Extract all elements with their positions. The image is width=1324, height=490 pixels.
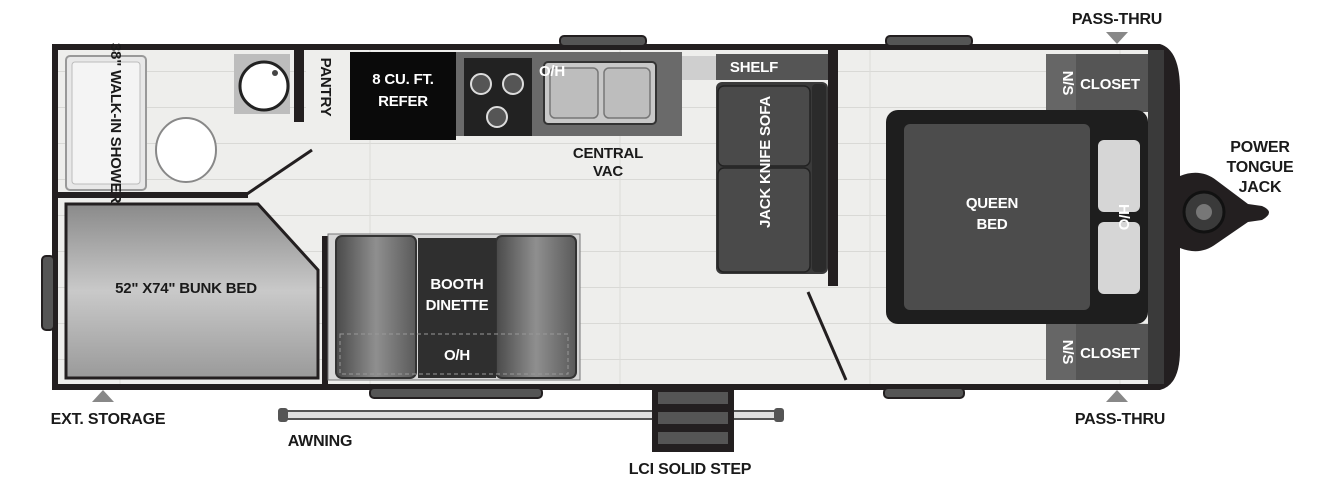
window [41, 255, 55, 331]
nightstand-top-label: N/S [1059, 71, 1076, 96]
closet-bottom [1076, 324, 1148, 380]
exterior-labels: PASS-THRU PASS-THRU POWER TONGUE JACK EX… [51, 11, 1295, 478]
headboard-overhead-label: H/O [1115, 204, 1132, 231]
nightstand-bottom [1046, 324, 1076, 380]
arrow-up-icon [92, 390, 114, 402]
slide-wall [828, 44, 838, 286]
bath-door [243, 148, 313, 198]
bedroom: CLOSET N/S QUEEN BED H/O CLOSET N/S [886, 54, 1148, 380]
counter-extension [682, 56, 722, 80]
queen-bed-label-line2: BED [976, 216, 1007, 233]
central-vac-label-line1: CENTRAL [573, 145, 643, 162]
nightstand-bottom-label: N/S [1059, 340, 1076, 365]
arrow-down-icon [1106, 32, 1128, 44]
toilet [155, 117, 217, 183]
shelf [716, 54, 828, 80]
window [885, 35, 973, 47]
dinette-label-line2: DINETTE [426, 297, 489, 314]
bath-wall [294, 50, 304, 122]
exterior-features [278, 384, 784, 452]
tongue-jack-label-line1: POWER [1230, 139, 1290, 156]
kitchen-storage: PANTRY 8 CU. FT. REFER [306, 52, 456, 140]
dinette-table [418, 238, 496, 378]
pantry-label: PANTRY [317, 58, 334, 117]
dinette: BOOTH DINETTE O/H [327, 233, 581, 381]
living-area: SHELF JACK KNIFE SOFA [716, 44, 848, 381]
tongue-jack-label-line2: TONGUE [1227, 159, 1294, 176]
awning-label: AWNING [288, 433, 353, 450]
bathroom: 38" WALK-IN SHOWER [65, 43, 313, 204]
window [369, 387, 543, 399]
sofa-label: JACK KNIFE SOFA [757, 96, 774, 228]
central-vac-label-line2: VAC [593, 163, 623, 180]
bunk-room: 52" X74" BUNK BED [58, 192, 328, 384]
arrow-up-icon [1106, 390, 1128, 402]
refrigerator [350, 52, 456, 140]
closet-bottom-label: CLOSET [1080, 345, 1140, 362]
pillow [1098, 222, 1140, 294]
dinette-seat-right [495, 235, 577, 379]
kitchen-counter: O/H CENTRAL VAC [456, 52, 722, 180]
overhead-kitchen-label: O/H [539, 63, 565, 80]
pillow [1098, 140, 1140, 212]
bunk-bed-label: 52" X74" BUNK BED [115, 280, 257, 297]
overhead-dinette-label: O/H [444, 347, 470, 364]
entry-door [806, 291, 848, 381]
shower-label: 38" WALK-IN SHOWER [107, 43, 124, 204]
tongue-jack-label-line3: JACK [1239, 179, 1282, 196]
pass-thru-top-label: PASS-THRU [1072, 11, 1162, 28]
dinette-seat-left [335, 235, 417, 379]
front-cap [1148, 50, 1164, 384]
dinette-label-line1: BOOTH [430, 276, 483, 293]
closet-top [1076, 54, 1148, 112]
nightstand-top [1046, 54, 1076, 112]
ext-storage-label: EXT. STORAGE [51, 411, 166, 428]
step-label: LCI SOLID STEP [629, 461, 752, 478]
shelf-label: SHELF [730, 59, 778, 76]
refer-label-line2: REFER [378, 93, 428, 110]
sink-bowl [238, 60, 290, 112]
bunk-bed [64, 202, 320, 380]
queen-bed-mattress [904, 124, 1090, 310]
refer-label-line1: 8 CU. FT. [372, 71, 434, 88]
window [883, 387, 965, 399]
pass-thru-arrows [92, 32, 1128, 402]
window [559, 35, 647, 47]
queen-bed-label-line1: QUEEN [966, 195, 1018, 212]
closet-top-label: CLOSET [1080, 76, 1140, 93]
tongue-jack [1180, 172, 1269, 252]
windows [41, 35, 973, 399]
pass-thru-bottom-label: PASS-THRU [1075, 411, 1165, 428]
pantry [306, 52, 350, 122]
